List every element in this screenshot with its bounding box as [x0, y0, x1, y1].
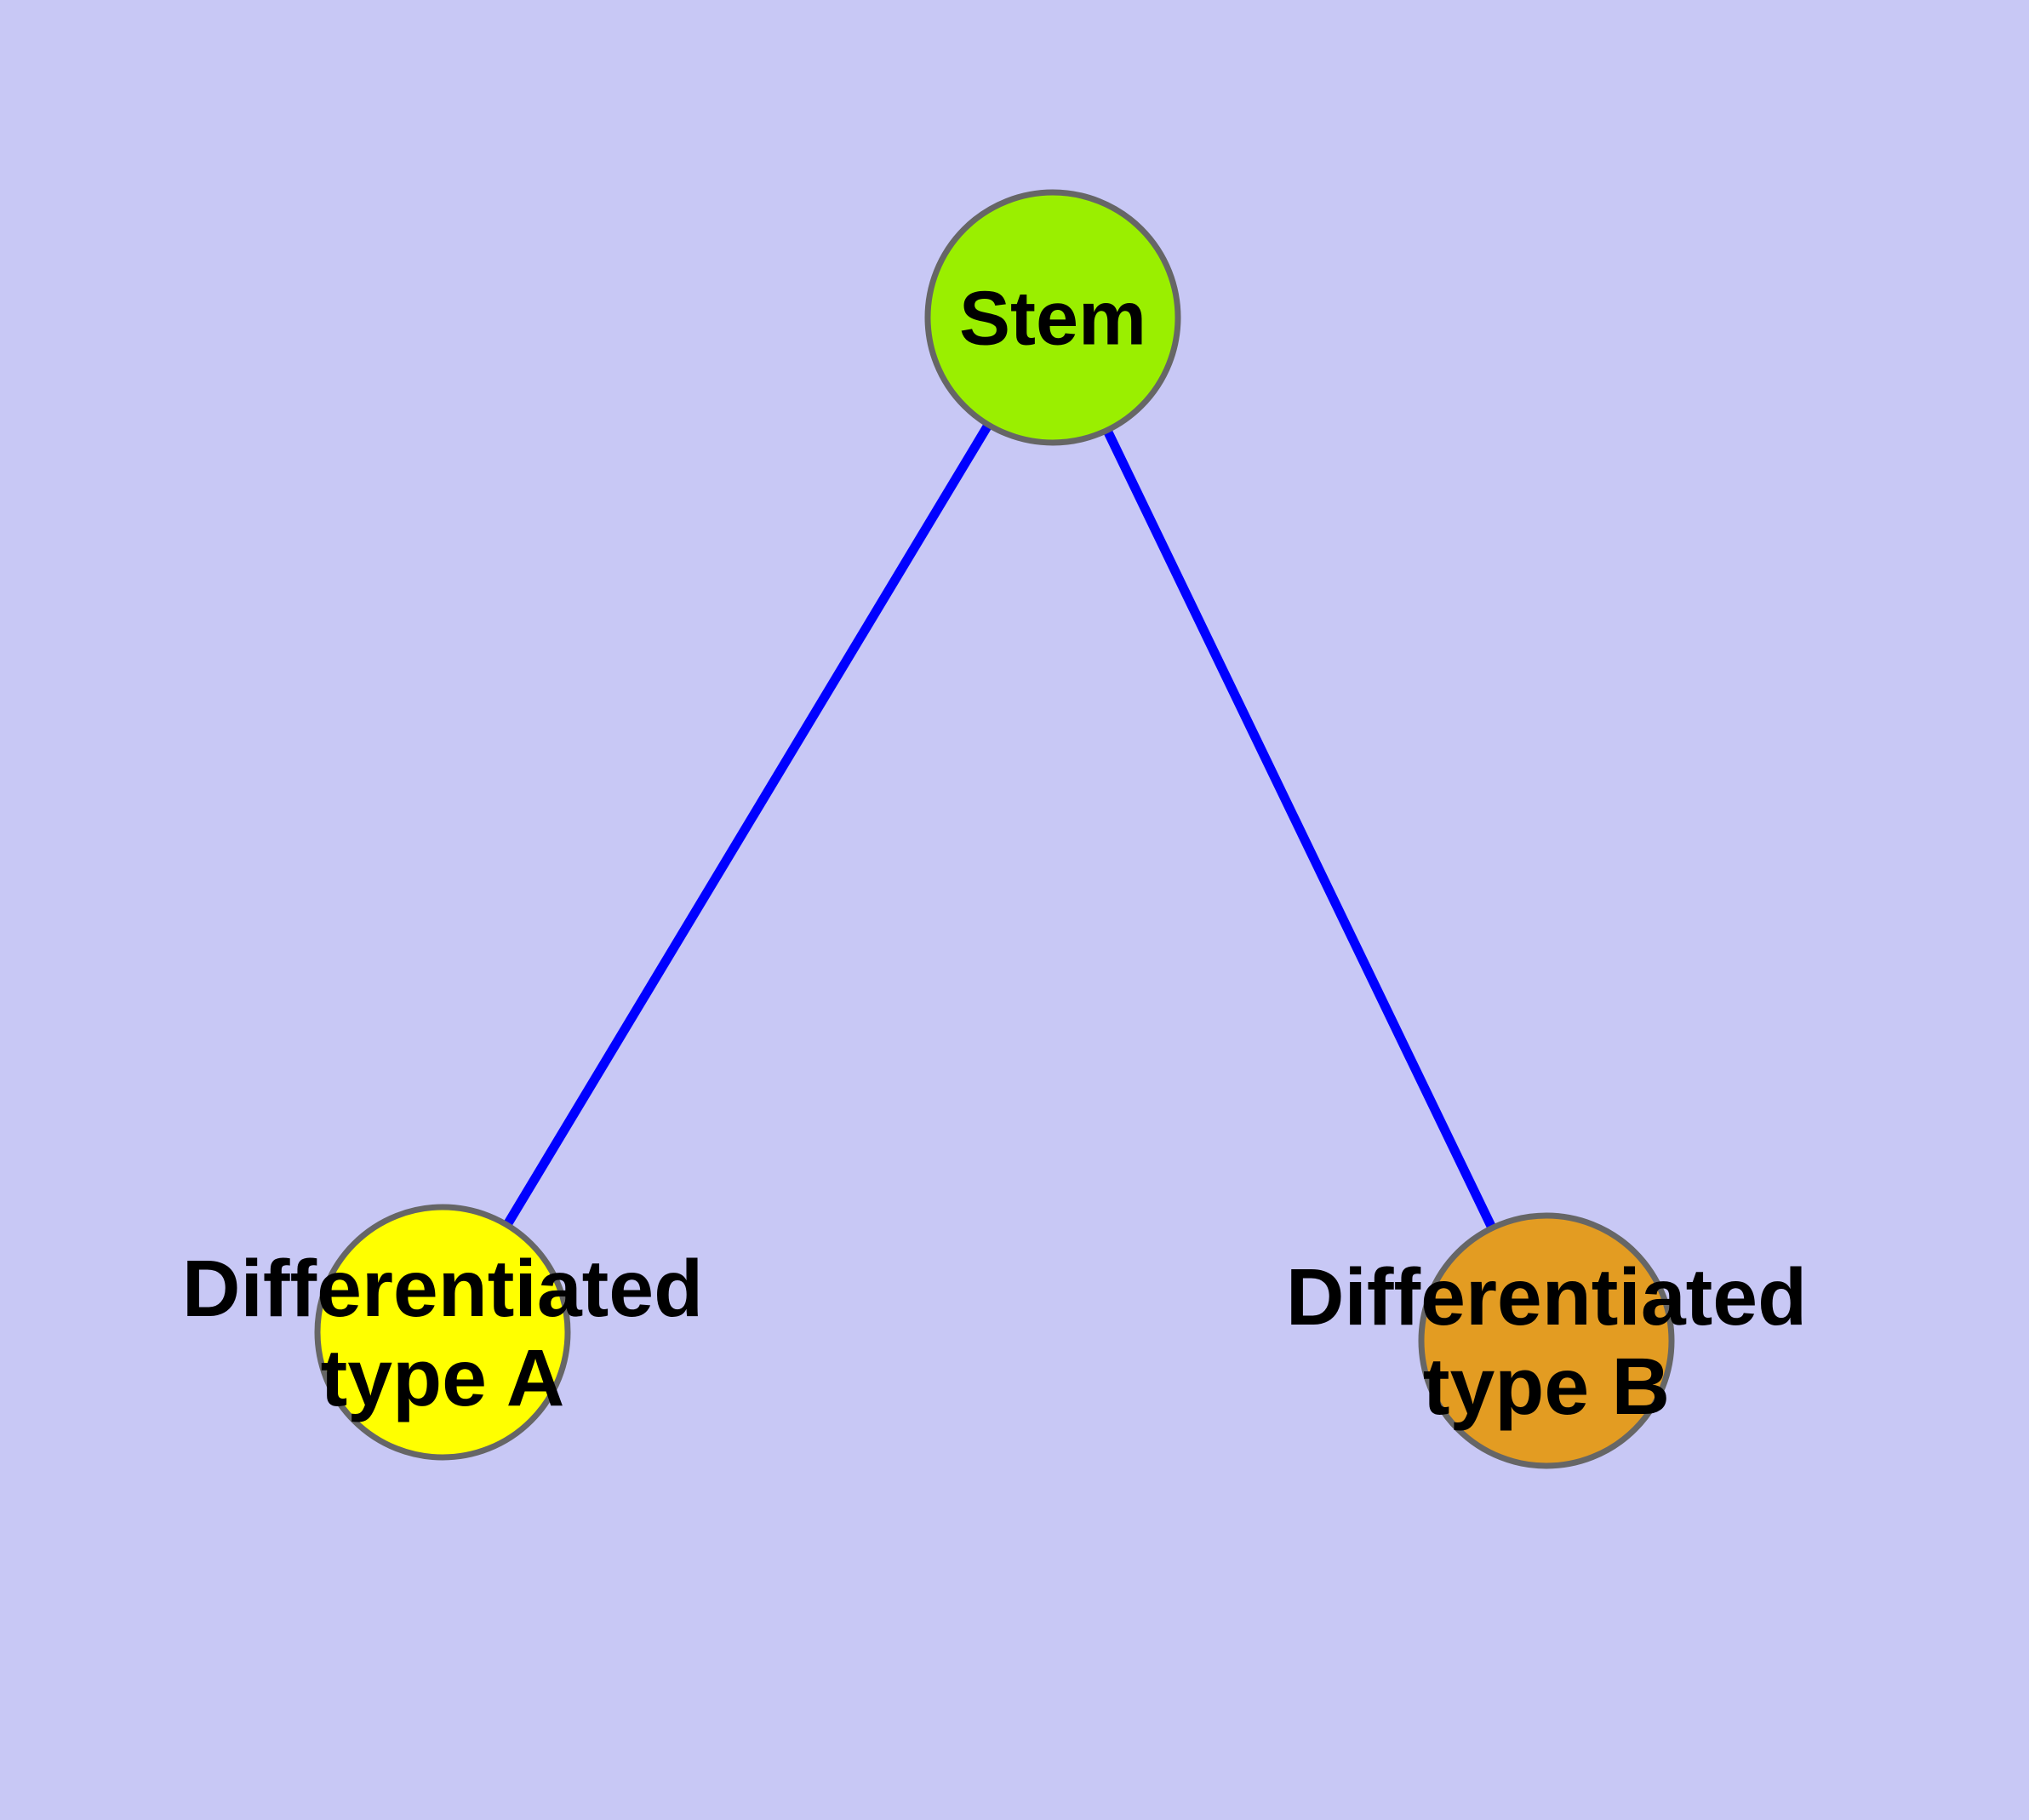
edge-stem-to-diff-b	[1103, 429, 1496, 1229]
node-stem[interactable]	[924, 189, 1181, 446]
node-label-stem: Stem	[959, 277, 1146, 362]
nodes-layer	[314, 189, 1675, 1469]
node-label-line: Stem	[959, 277, 1146, 362]
edge-stem-to-diff-a	[504, 423, 992, 1227]
node-label-line: Differentiated	[1286, 1252, 1807, 1342]
node-diff_b[interactable]	[1418, 1212, 1675, 1469]
node-label-line: Differentiated	[182, 1244, 703, 1334]
node-label-line: type A	[321, 1333, 565, 1423]
node-diff_a[interactable]	[314, 1204, 571, 1461]
edges-layer	[504, 423, 1496, 1229]
node-label-line: type B	[1423, 1342, 1670, 1432]
